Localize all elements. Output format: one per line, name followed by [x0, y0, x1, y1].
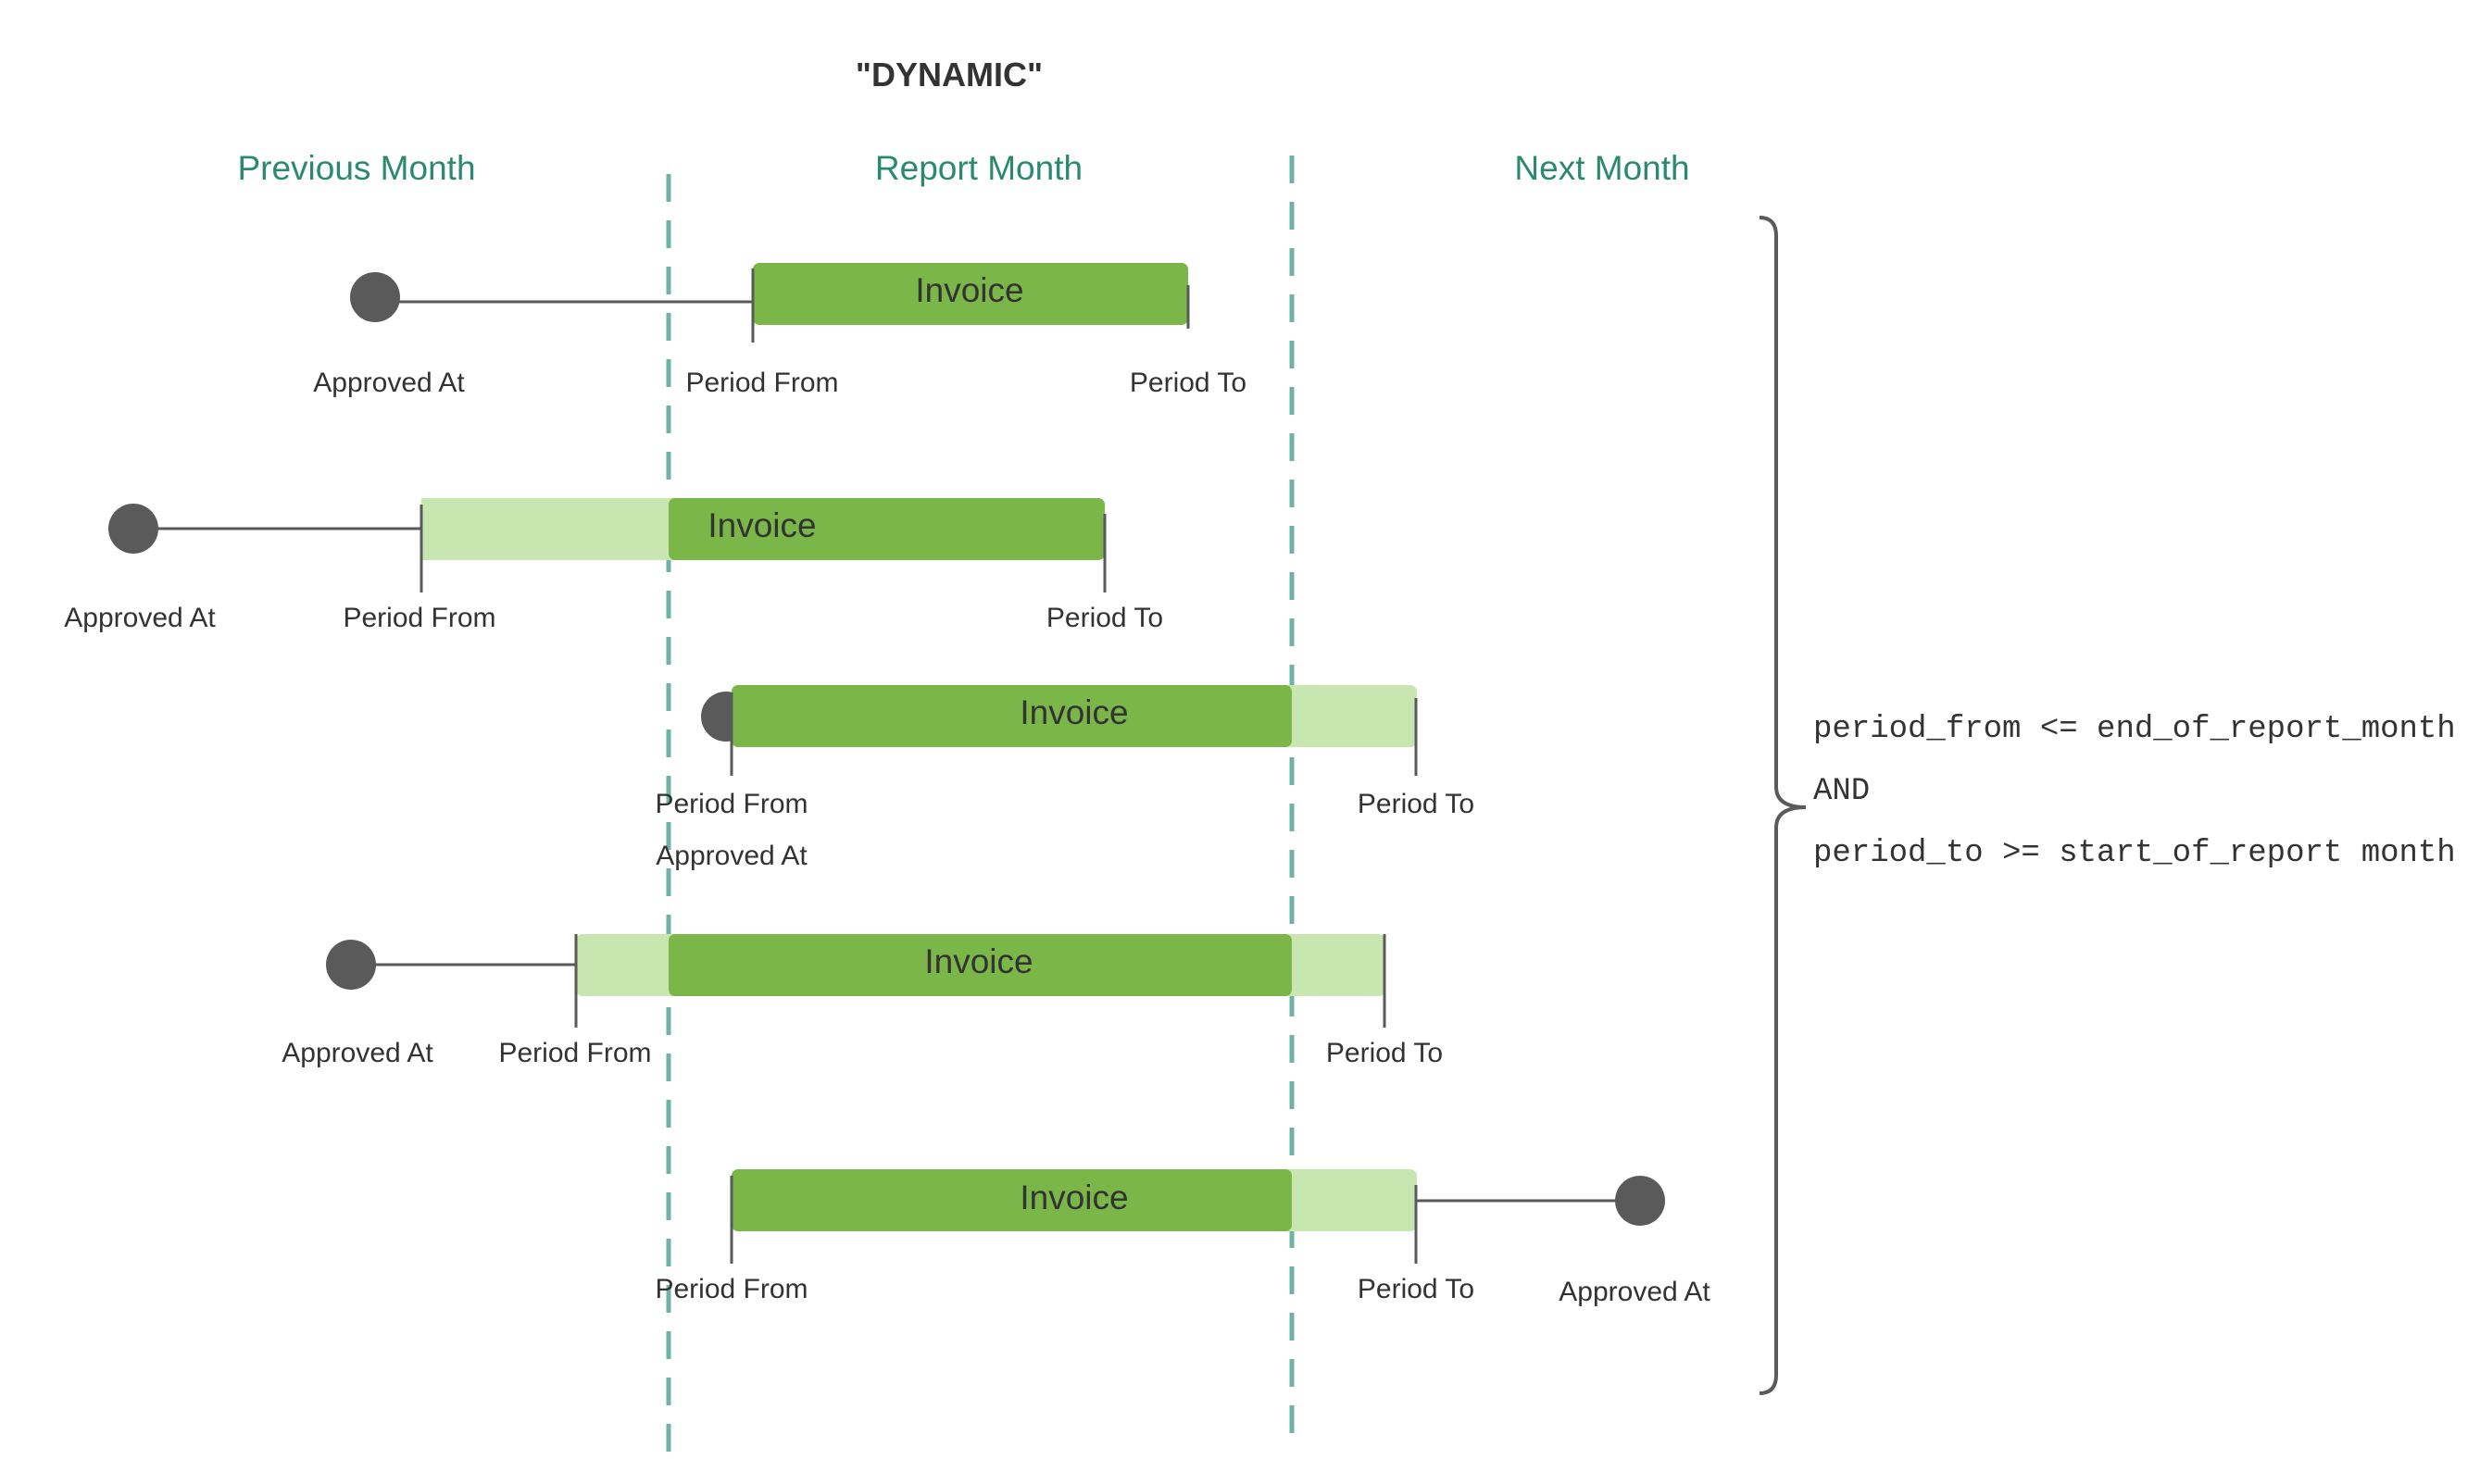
invoice-bar-in-report-month — [732, 685, 1292, 747]
invoice-label: Invoice — [708, 506, 816, 544]
invoice-case-1: Invoice Approved At Period From Period T… — [313, 263, 1246, 398]
period-to-label: Period To — [1326, 1038, 1443, 1068]
condition-line-3: period_to >= start_of_report month — [1813, 836, 2456, 871]
period-to-label: Period To — [1358, 1274, 1474, 1304]
invoice-bar-in-report-month — [669, 934, 1292, 996]
condition-line-2: AND — [1813, 774, 1870, 809]
period-from-label: Period From — [343, 603, 495, 633]
period-from-label: Period From — [655, 1274, 808, 1304]
period-from-label: Period From — [655, 789, 808, 819]
approved-at-marker — [326, 940, 376, 990]
approved-at-marker — [350, 272, 400, 322]
invoice-bar-in-report-month — [669, 498, 1105, 560]
column-header-report-month: Report Month — [875, 149, 1083, 187]
invoice-bar-outside-report-month — [1278, 1169, 1417, 1231]
invoice-label: Invoice — [1020, 1178, 1128, 1216]
period-to-label: Period To — [1046, 603, 1163, 633]
grouping-brace — [1759, 216, 1807, 1395]
invoice-case-3: Invoice Period From Approved At Period T… — [655, 685, 1474, 871]
approved-at-label: Approved At — [282, 1038, 433, 1068]
invoice-label: Invoice — [924, 942, 1033, 980]
invoice-bar-outside-report-month — [421, 498, 681, 560]
invoice-bar-in-report-month — [753, 263, 1188, 325]
invoice-label: Invoice — [915, 271, 1023, 309]
period-to-label: Period To — [1358, 789, 1474, 819]
invoice-bar-outside-report-month — [1278, 685, 1417, 747]
period-to-label: Period To — [1130, 368, 1246, 398]
approved-at-label: Approved At — [313, 368, 465, 398]
diagram-title: "DYNAMIC" — [856, 56, 1043, 94]
approved-at-marker — [1615, 1176, 1665, 1226]
period-from-label: Period From — [685, 368, 838, 398]
condition-line-1: period_from <= end_of_report_month — [1813, 712, 2456, 747]
approved-at-label: Approved At — [64, 603, 216, 633]
invoice-bar-outside-report-month — [1278, 934, 1385, 996]
period-from-label: Period From — [498, 1038, 651, 1068]
invoice-bar-outside-report-month — [576, 934, 687, 996]
approved-at-label: Approved At — [656, 841, 808, 871]
invoice-case-4: Invoice Approved At Period From Period T… — [282, 934, 1443, 1068]
column-header-previous-month: Previous Month — [237, 149, 475, 187]
invoice-bar-in-report-month — [732, 1169, 1292, 1231]
invoice-case-5: Invoice Period From Period To Approved A… — [655, 1169, 1710, 1307]
column-header-next-month: Next Month — [1514, 149, 1689, 187]
invoice-label: Invoice — [1020, 693, 1128, 731]
approved-at-marker — [108, 504, 158, 554]
approved-at-label: Approved At — [1559, 1277, 1710, 1307]
invoice-case-2: Invoice Approved At Period From Period T… — [64, 498, 1163, 633]
